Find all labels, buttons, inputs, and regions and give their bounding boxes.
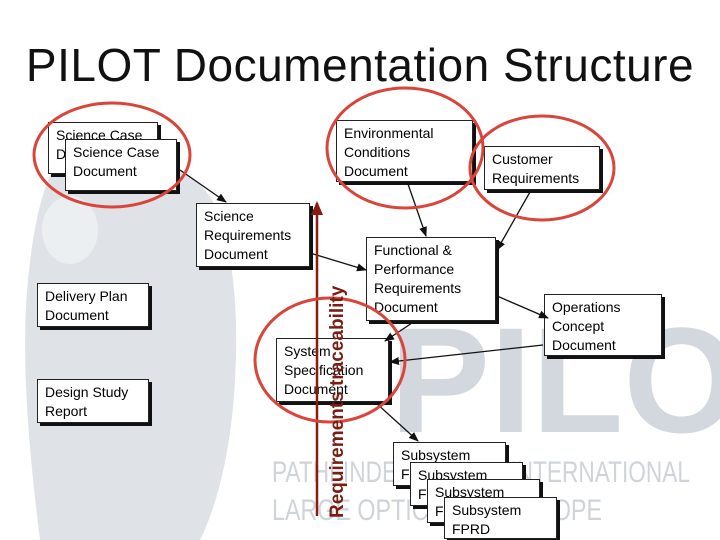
- science-case-document-front: Science Case Document: [65, 139, 177, 191]
- delivery-plan-document: Delivery Plan Document: [37, 283, 149, 327]
- functional-performance-requirements-document: Functional & Performance Requirements Do…: [366, 237, 496, 321]
- page-title: PILOT Documentation Structure: [25, 39, 695, 91]
- environmental-conditions-document: Environmental Conditions Document: [336, 120, 473, 182]
- design-study-report: Design Study Report: [37, 379, 149, 423]
- operations-concept-document: Operations Concept Document: [544, 294, 662, 356]
- penguin-logo: [25, 157, 237, 540]
- subsystem-fprd-4: Subsystem FPRD: [444, 497, 557, 539]
- customer-requirements: Customer Requirements: [484, 146, 600, 190]
- science-requirements-document: Science Requirements Document: [196, 203, 310, 267]
- requirements-traceability-label: Requirements traceability: [327, 285, 348, 518]
